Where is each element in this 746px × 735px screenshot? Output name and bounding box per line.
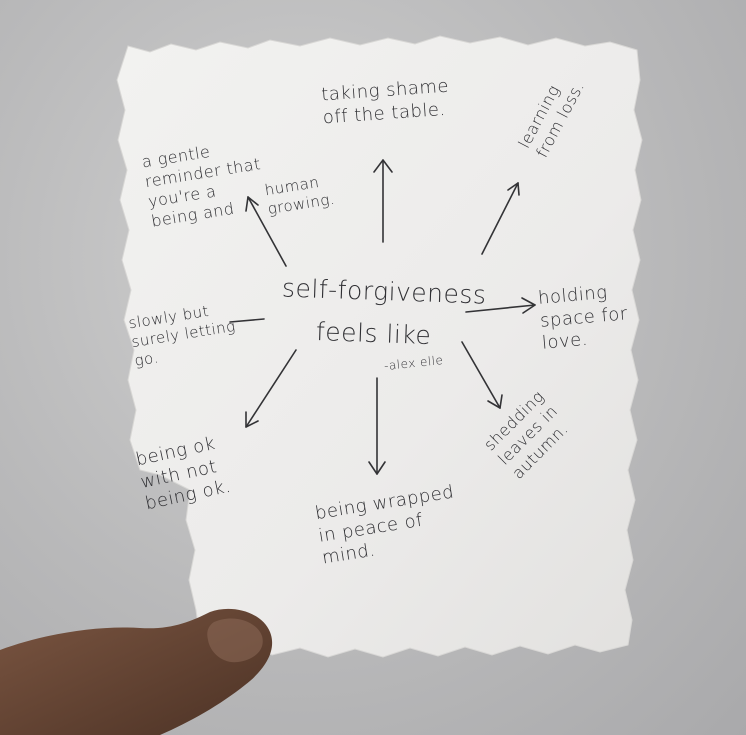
arrow-up-left <box>247 196 287 267</box>
arrow-right <box>465 304 536 313</box>
arrow-left <box>229 318 265 323</box>
arrow-down-right <box>461 341 501 409</box>
arrow-down-left <box>245 349 297 428</box>
arrow-up-right <box>481 182 519 255</box>
